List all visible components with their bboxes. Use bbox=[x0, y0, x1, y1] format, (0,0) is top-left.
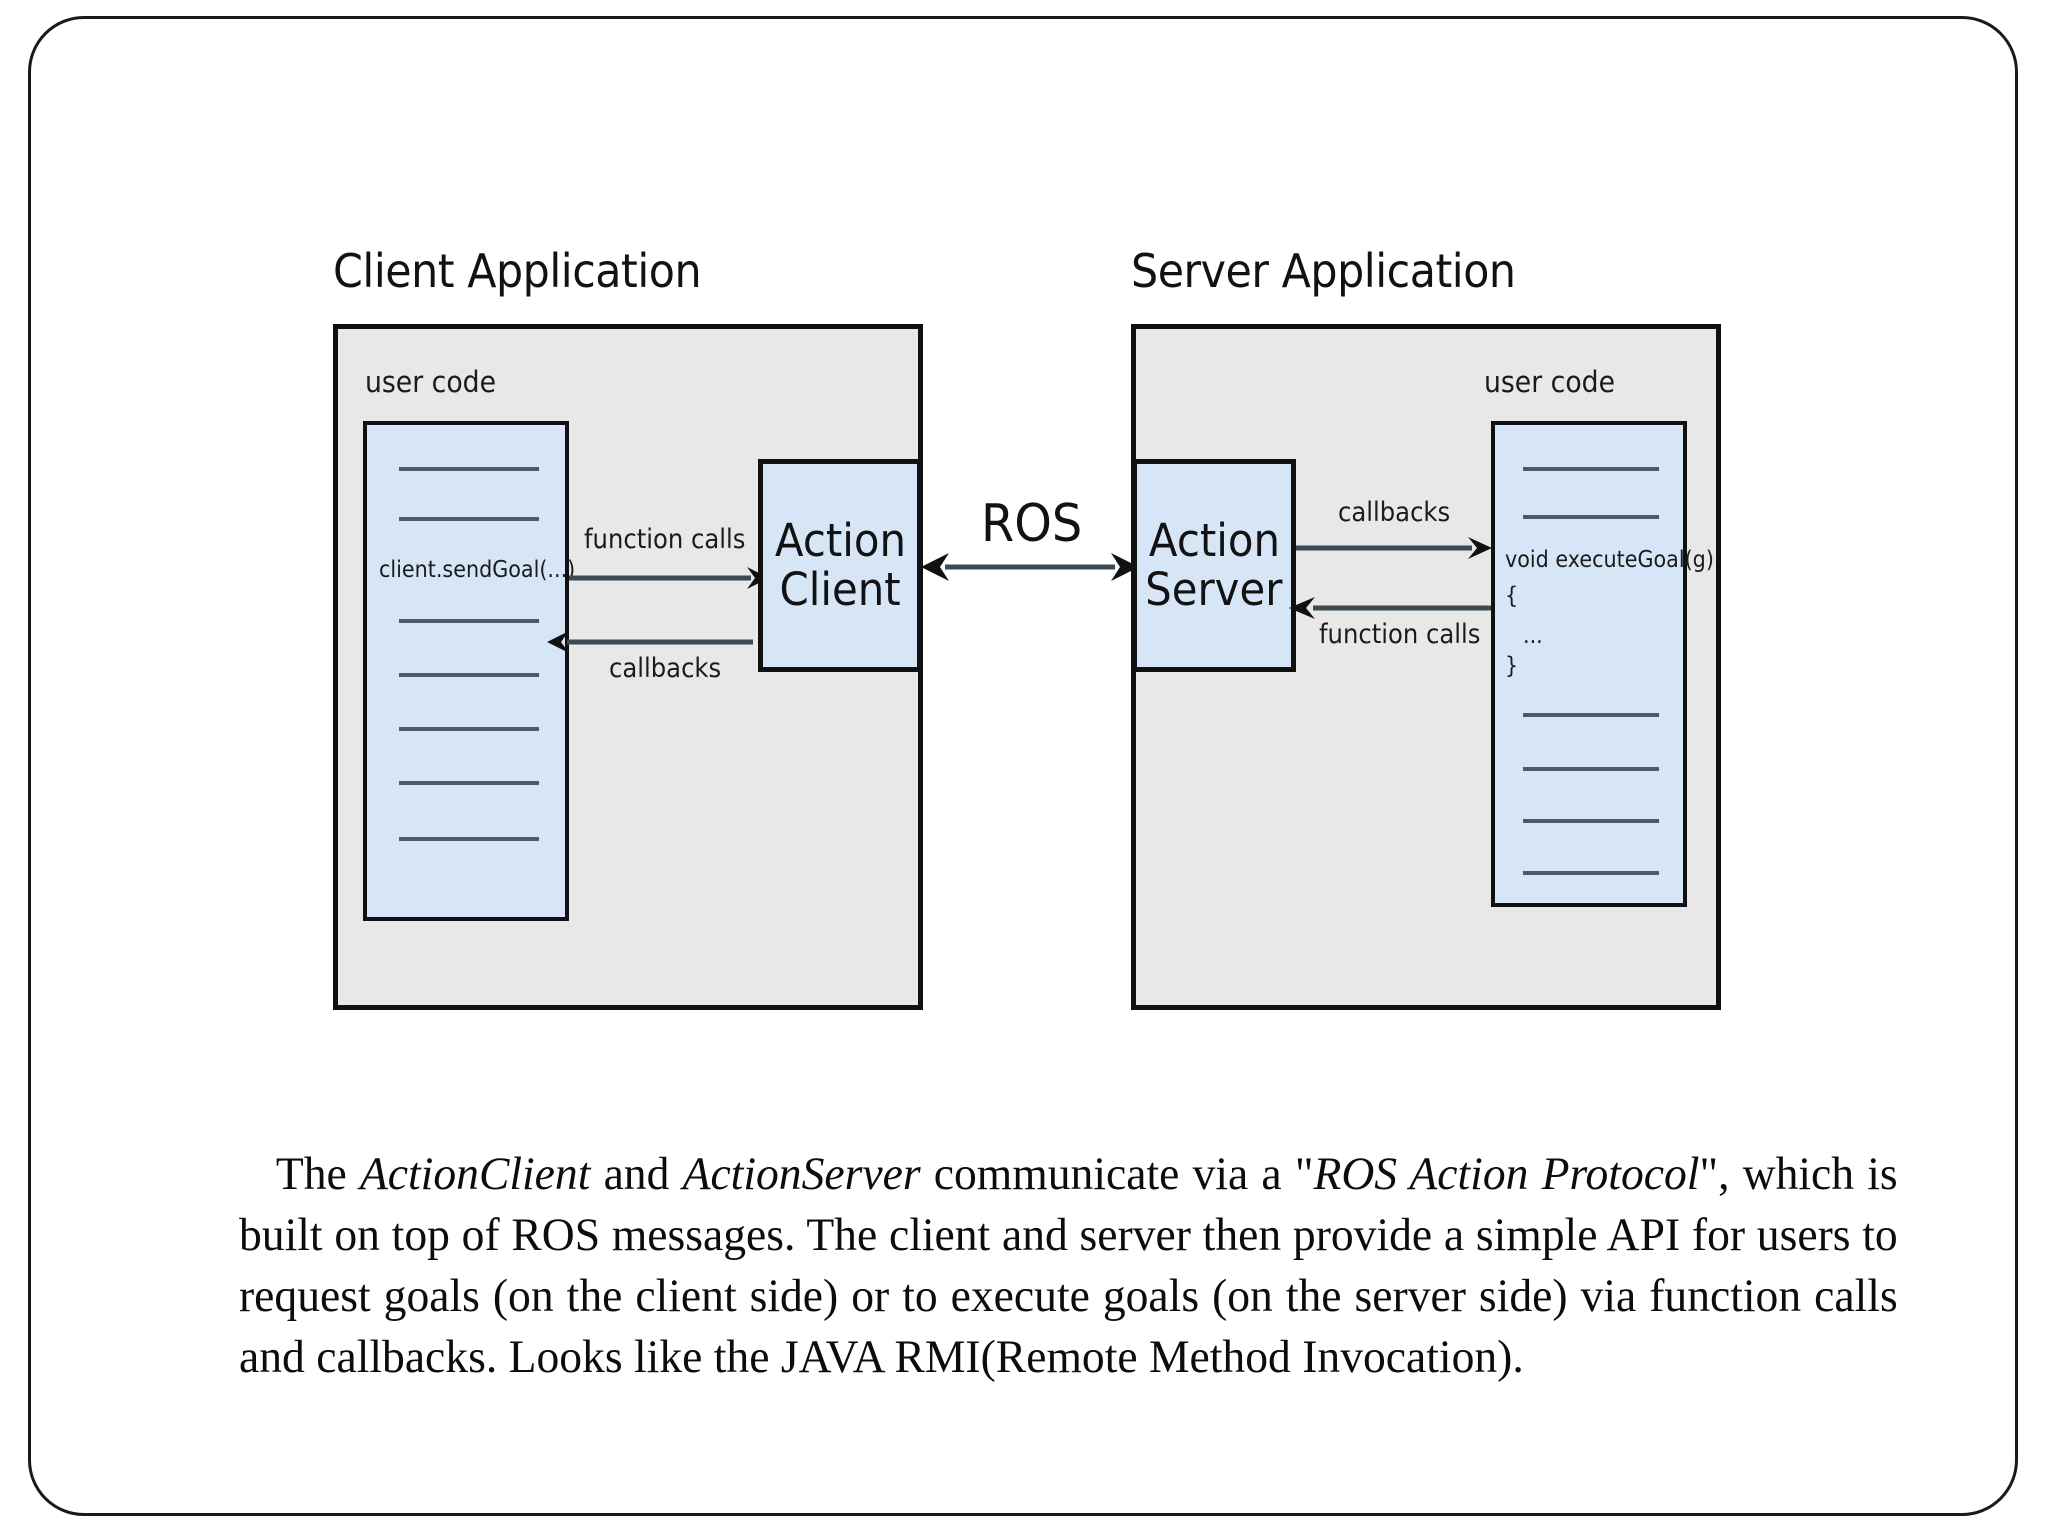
server-function-calls-arrow bbox=[1289, 597, 1493, 619]
server-user-code-label: user code bbox=[1484, 365, 1616, 399]
para-seg-3: communicate via a " bbox=[920, 1148, 1314, 1200]
server-user-code-box: void executeGoal(g) { ... } bbox=[1491, 421, 1714, 907]
action-client-line-2: Client bbox=[779, 562, 901, 616]
action-server-line-1: Action bbox=[1148, 513, 1280, 567]
para-seg-2: and bbox=[590, 1148, 683, 1200]
client-user-code-label: user code bbox=[365, 365, 497, 399]
action-client-line-1: Action bbox=[774, 513, 906, 567]
slide-frame: Client Application user code client.send… bbox=[28, 16, 2018, 1516]
action-client-node: Action Client bbox=[758, 459, 922, 672]
para-em-ros-action-protocol: ROS Action Protocol bbox=[1313, 1148, 1700, 1200]
code-rule bbox=[399, 727, 539, 731]
code-rule bbox=[399, 837, 539, 841]
ros-action-architecture-diagram: Client Application user code client.send… bbox=[31, 19, 2048, 1059]
code-rule bbox=[399, 467, 539, 471]
para-em-actionserver: ActionServer bbox=[682, 1148, 921, 1200]
client-user-code-box: client.sendGoal(...) bbox=[363, 421, 575, 921]
code-rule bbox=[1523, 467, 1659, 471]
code-rule bbox=[399, 673, 539, 677]
server-execute-goal-signature: void executeGoal(g) bbox=[1505, 547, 1714, 573]
description-paragraph: The ActionClient and ActionServer commun… bbox=[239, 1144, 1898, 1388]
server-callbacks-label: callbacks bbox=[1338, 497, 1451, 528]
client-send-goal-code: client.sendGoal(...) bbox=[379, 557, 576, 583]
server-function-calls-label: function calls bbox=[1319, 619, 1481, 650]
code-rule bbox=[1523, 713, 1659, 717]
client-function-calls-label: function calls bbox=[584, 524, 746, 555]
code-rule bbox=[399, 781, 539, 785]
code-rule bbox=[1523, 871, 1659, 875]
ros-bidirectional-arrow bbox=[921, 553, 1139, 581]
client-callbacks-arrow bbox=[547, 631, 753, 653]
ros-protocol-label: ROS bbox=[981, 494, 1083, 554]
server-execute-goal-close-brace: } bbox=[1505, 653, 1519, 679]
server-application-title: Server Application bbox=[1131, 244, 1516, 298]
code-rule bbox=[1523, 515, 1659, 519]
para-em-actionclient: ActionClient bbox=[359, 1148, 591, 1200]
action-server-line-2: Server bbox=[1145, 562, 1283, 616]
action-server-node: Action Server bbox=[1132, 459, 1296, 672]
code-rule bbox=[1523, 767, 1659, 771]
para-seg-1: The bbox=[275, 1148, 360, 1200]
server-execute-goal-ellipsis: ... bbox=[1523, 623, 1543, 649]
server-execute-goal-open-brace: { bbox=[1505, 583, 1519, 609]
code-rule bbox=[1523, 819, 1659, 823]
client-application-title: Client Application bbox=[333, 244, 702, 298]
para-seg-4: ", which is built on top of ROS messages… bbox=[239, 1148, 1898, 1384]
client-function-calls-arrow bbox=[569, 567, 769, 589]
code-rule bbox=[399, 619, 539, 623]
server-callbacks-arrow bbox=[1296, 537, 1492, 559]
client-callbacks-label: callbacks bbox=[609, 653, 722, 684]
code-rule bbox=[399, 517, 539, 521]
